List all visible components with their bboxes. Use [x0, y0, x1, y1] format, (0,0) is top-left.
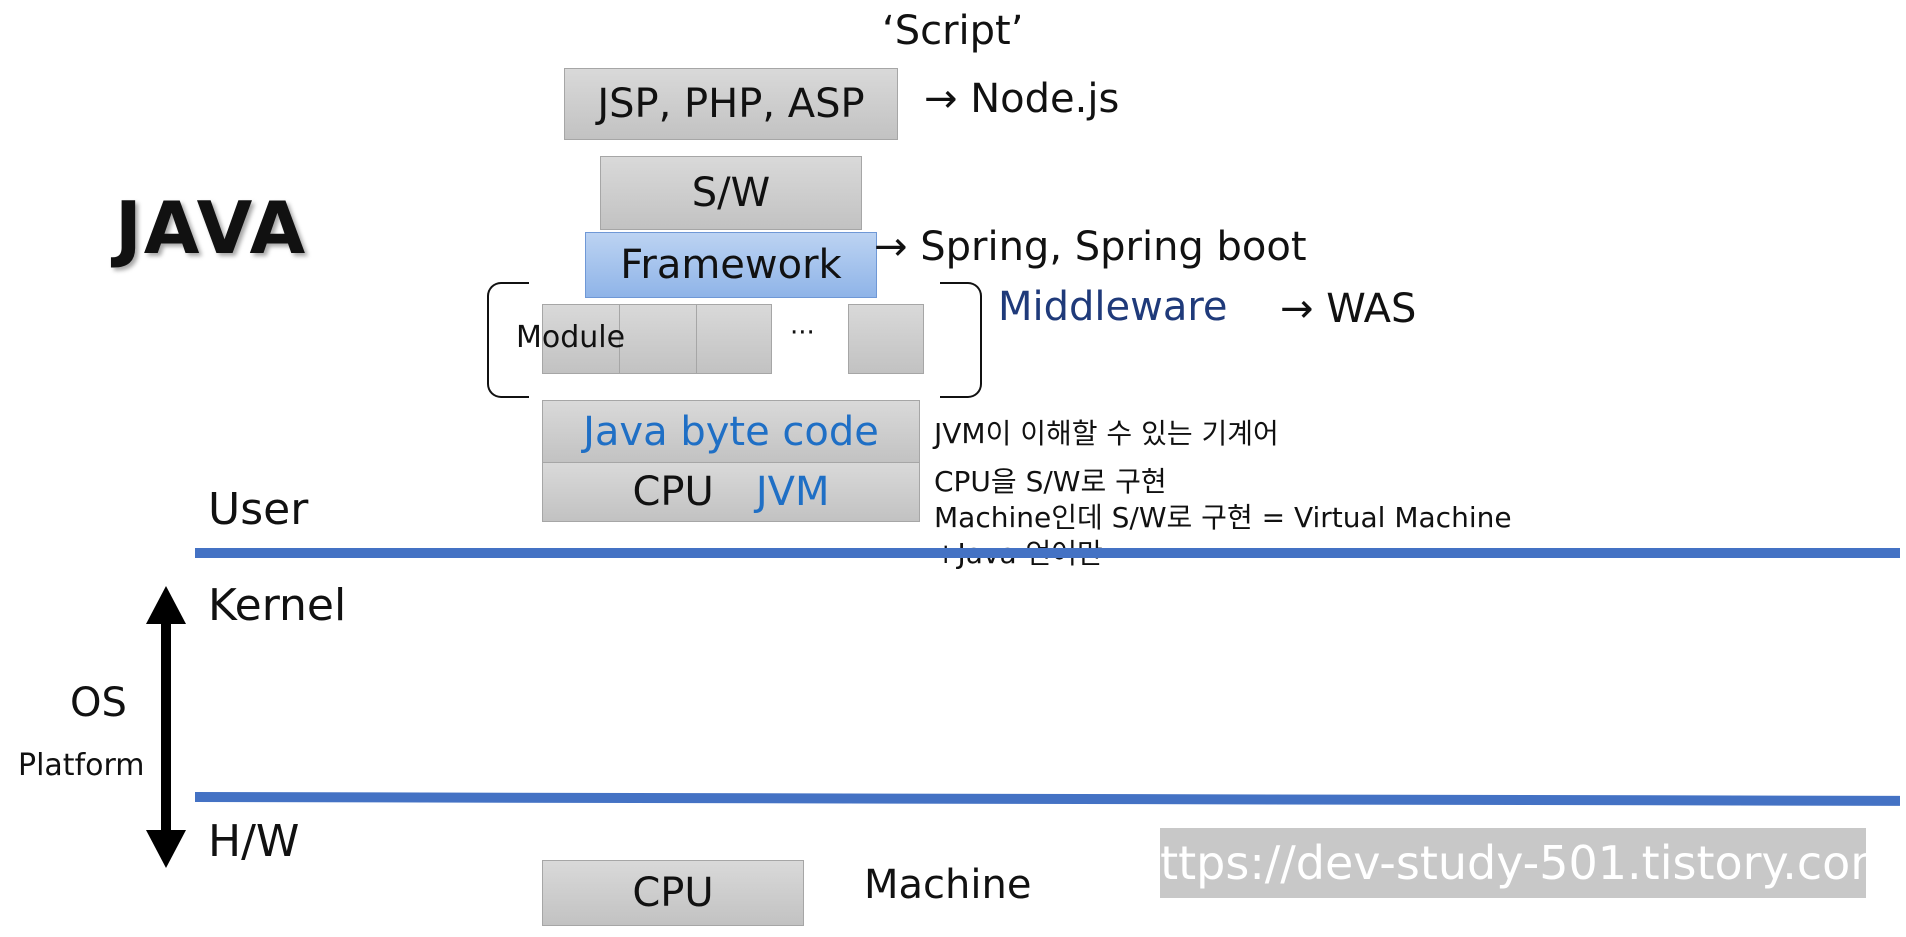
cpu-jvm-jvm-label: JVM	[755, 469, 830, 515]
script-langs-box: JSP, PHP, ASP	[564, 68, 898, 140]
kernel-hw-divider	[194, 792, 1901, 806]
layer-user-label: User	[208, 484, 309, 535]
sw-box: S/W	[600, 156, 862, 230]
sw-label: S/W	[691, 170, 771, 216]
module-bracket-left	[487, 282, 529, 398]
cpu-jvm-cpu-label: CPU	[632, 469, 714, 515]
script-langs-label: JSP, PHP, ASP	[597, 81, 865, 127]
hardware-cpu-box: CPU	[542, 860, 804, 926]
module-bracket-right	[940, 282, 982, 398]
machine-label: Machine	[864, 862, 1032, 908]
user-kernel-divider	[195, 548, 1900, 558]
double-arrow-icon	[146, 586, 186, 868]
watermark-text: https://dev-study-501.tistory.com	[1130, 836, 1896, 890]
os-label: OS	[70, 680, 127, 726]
script-note: → Node.js	[924, 76, 1120, 122]
hardware-cpu-label: CPU	[632, 870, 714, 916]
platform-label: Platform	[18, 748, 145, 783]
layer-hw-label: H/W	[208, 816, 300, 867]
bytecode-box: Java byte code	[542, 400, 920, 464]
module-box-2	[619, 304, 697, 374]
framework-box: Framework	[585, 232, 877, 298]
framework-label: Framework	[620, 242, 842, 288]
module-box-4	[848, 304, 924, 374]
watermark: https://dev-study-501.tistory.com	[1131, 828, 1895, 898]
module-label: Module	[516, 320, 626, 355]
module-ellipsis: ···	[790, 318, 815, 348]
bytecode-note: JVM이 이해할 수 있는 기계어	[934, 417, 1279, 450]
bytecode-label: Java byte code	[583, 409, 879, 455]
layer-kernel-label: Kernel	[208, 580, 347, 631]
jvm-note-1: CPU을 S/W로 구현	[934, 465, 1167, 498]
cpu-jvm-box: CPU JVM	[542, 462, 920, 522]
middleware-label: Middleware	[998, 284, 1228, 330]
module-box-3	[696, 304, 772, 374]
jvm-note-2: Machine인데 S/W로 구현 = Virtual Machine	[934, 501, 1512, 534]
framework-note: → Spring, Spring boot	[874, 224, 1307, 270]
diagram-title: JAVA	[115, 186, 308, 270]
script-label: ‘Script’	[882, 8, 1024, 54]
middleware-note: → WAS	[1280, 286, 1417, 332]
